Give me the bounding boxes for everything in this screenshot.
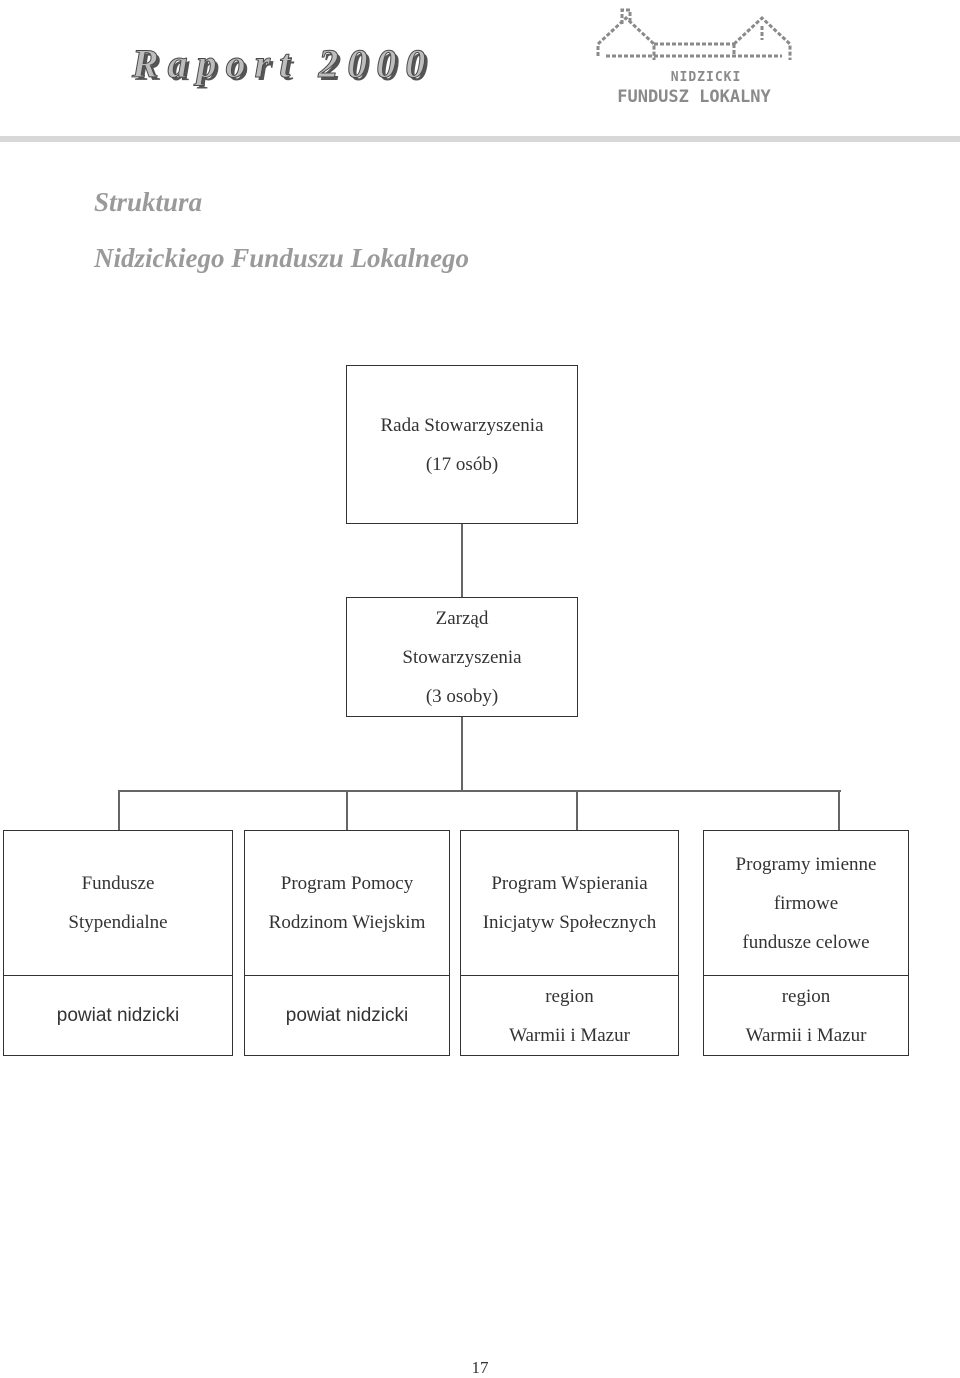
program-1-line2: Stypendialne	[68, 912, 168, 933]
program-4-line3: fundusze celowe	[742, 931, 870, 953]
board-name-line1: Zarząd	[435, 607, 489, 629]
program-box-2: Program Pomocy Rodzinom Wiejskim	[244, 830, 450, 976]
program-4-line2: firmowe	[773, 892, 839, 914]
heading-line1: Struktura	[94, 187, 203, 217]
foundation-logo: NIDZICKI FUNDUSZ LOKALNY	[592, 4, 796, 108]
connector-horizontal-bus	[118, 790, 841, 792]
heading-line2: Nidzickiego Funduszu Lokalnego	[94, 243, 470, 273]
program-4-line1: Programy imienne	[735, 853, 877, 875]
program-box-3: Program Wspierania Inicjatyw Społecznych	[460, 830, 679, 976]
connector-drop-3	[576, 790, 578, 831]
program-box-1: Fundusze Stypendialne	[3, 830, 233, 976]
area-box-3: region Warmii i Mazur	[460, 975, 679, 1056]
connector-board-bus	[461, 716, 463, 791]
council-box: Rada Stowarzyszenia (17 osób)	[346, 365, 578, 524]
connector-drop-2	[346, 790, 348, 831]
logo-text-line1: NIDZICKI	[670, 70, 742, 85]
area-1-text: powiat nidzicki	[56, 1005, 180, 1026]
board-name-line2: Stowarzyszenia	[402, 646, 522, 668]
area-2-text: powiat nidzicki	[285, 1005, 409, 1026]
connector-council-board	[461, 523, 463, 598]
area-3-line1: region	[545, 985, 594, 1007]
page-heading: Struktura Nidzickiego Funduszu Lokalnego	[94, 174, 469, 286]
council-name: Rada Stowarzyszenia	[380, 414, 544, 436]
program-3-line2: Inicjatyw Społecznych	[482, 912, 657, 933]
area-box-2: powiat nidzicki	[244, 975, 450, 1056]
report-title: Raport 2000	[131, 41, 435, 87]
board-box: Zarząd Stowarzyszenia (3 osoby)	[346, 597, 578, 717]
area-box-4: region Warmii i Mazur	[703, 975, 909, 1056]
page-number: 17	[471, 1358, 489, 1377]
area-3-line2: Warmii i Mazur	[509, 1024, 630, 1046]
program-2-line1: Program Pomocy	[280, 873, 414, 894]
header-divider	[0, 136, 960, 142]
area-4-line2: Warmii i Mazur	[745, 1024, 867, 1046]
area-box-1: powiat nidzicki	[3, 975, 233, 1056]
council-members: (17 osób)	[425, 453, 499, 475]
house-roof-icon	[596, 8, 792, 60]
area-4-line1: region	[781, 985, 831, 1007]
board-members: (3 osoby)	[425, 685, 499, 707]
connector-drop-4	[838, 790, 840, 831]
connector-drop-1	[118, 790, 120, 831]
logo-text-line2: FUNDUSZ LOKALNY	[617, 87, 771, 107]
program-box-4: Programy imienne firmowe fundusze celowe	[703, 830, 909, 976]
program-3-line1: Program Wspierania	[491, 873, 648, 894]
program-1-line1: Fundusze	[81, 873, 155, 894]
program-2-line2: Rodzinom Wiejskim	[268, 912, 426, 933]
